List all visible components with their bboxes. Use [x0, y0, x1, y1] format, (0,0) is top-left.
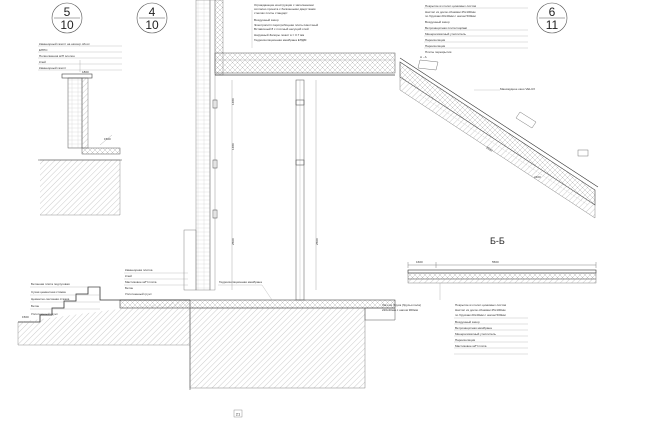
callout-roof: Покрытие из полот-цинковых листов Настил…	[424, 4, 528, 54]
bottom-right-line-5: Ветрозащитная мембрана	[455, 326, 492, 330]
stairs-line-2: Сухая цементная стяжка	[31, 290, 66, 294]
stairs-line-1: Бетонная плита подлуговая	[31, 282, 70, 286]
stairs-line-4: Бетон	[31, 304, 40, 308]
dim-center-d: 2500	[315, 238, 319, 245]
dim-bottom-b: 5500	[492, 260, 499, 264]
section-label-bb: Б-Б	[490, 236, 505, 246]
callout-bottom-left: Лаги из бруса (брусья пола) 220х40мм с ш…	[382, 303, 421, 312]
center-top-line-7: Наружный Запоры ложит в = 0.7 мм	[254, 33, 304, 37]
page-number: 21	[233, 409, 243, 418]
roof-line-9: Плиты перекрытия	[425, 50, 452, 54]
callout-left-line-3: Полиолменов м/П элопон	[39, 54, 75, 58]
stairs-line-3: Цементно-песчаная стяжка	[31, 297, 70, 301]
bottom-right-line-3: по брускам 20х40мм с шагом 500мм	[455, 313, 506, 317]
callout-waterproof: Гидроизоляционная мембрана	[218, 280, 273, 301]
marker-top-5: 5	[64, 5, 71, 19]
dim-center-a: 1480	[231, 98, 235, 105]
waterproof-label: Гидроизоляционная мембрана	[219, 280, 262, 284]
skylight-label: Мансардное окно VELUX	[500, 87, 535, 91]
center-top-line-2: согласно проекта с балконными двергтками	[254, 7, 316, 11]
bottom-right-line-6: Минераловатный утеплитель	[455, 332, 496, 336]
roof-line-3: по брускам 20х40мм с шагом 500мм	[425, 14, 476, 18]
bottom-right-line-7: Пароизоляция	[455, 338, 476, 342]
callout-stairs: Бетонная плита подлуговая Сухая цементна…	[30, 282, 100, 316]
center-top-line-6: Вставочный 8 с плотный несущий слой	[254, 27, 309, 31]
bottom-right-floor-detail: 1600 5500	[407, 260, 597, 300]
floor-slab-and-ground: 1500	[17, 286, 396, 390]
callout-bottom-right: Покрытие из полот-цинковых листов Настил…	[454, 303, 528, 355]
roof-line-8: Пароизоляция	[425, 44, 446, 48]
floor-line-2: Клей	[125, 274, 132, 278]
dim-center-c: 2500	[231, 238, 235, 245]
roof-slope-detail: 2500 2400 А - А	[399, 55, 599, 219]
stairs-line-5: Уплотненный грунт	[31, 312, 58, 316]
bottom-right-line-8: Мастиковое м/П плита	[455, 344, 487, 348]
marker-bottom-10b: 10	[145, 18, 159, 32]
bottom-right-line-4: Воздушный зазор	[455, 320, 480, 324]
dim-center-b: 1480	[231, 143, 235, 150]
center-top-line-3: стеклах плиты стандарт	[254, 11, 288, 15]
center-top-line-8: Гидроизоляционная мембрана ЕПДМ	[254, 38, 307, 42]
callout-left-line-1: Камнеорный газопт на нахоцп обоот	[39, 42, 90, 46]
callout-skylight: Мансардное окно VELUX	[474, 87, 535, 91]
roof-line-6: Минераловатный утеплитель	[425, 32, 466, 36]
marker-4-10: 4 10	[136, 2, 168, 34]
callout-left-top: Камнеорный газопт на нахоцп обоот ЕППС П…	[38, 42, 122, 71]
dim-left-a: 1800	[82, 70, 89, 74]
marker-5-10: 5 10	[51, 2, 83, 34]
callout-center-floor: Камнеорная плитка Клей Мастиковое м/П пл…	[124, 268, 188, 296]
roof-line-4: Воздушный зазор	[425, 20, 450, 24]
floor-line-5: Уплотненный грунт	[125, 292, 152, 296]
callout-left-line-2: ЕППС	[39, 48, 48, 52]
floor-line-1: Камнеорная плитка	[125, 268, 153, 272]
roof-line-1: Покрытие из полот-цинковых листов	[425, 4, 476, 8]
center-top-line-1: Ограждающие конструкции с заполнением	[254, 3, 314, 7]
center-top-line-4: Воздушный зазор	[254, 18, 279, 22]
marker-6-11: 6 11	[536, 2, 568, 34]
floor-line-3: Мастиковое м/П плита	[125, 280, 157, 284]
bottom-left-line-2: 220х40мм с шагом 900мм	[382, 308, 418, 312]
roof-line-7: Пароизоляция	[425, 38, 446, 42]
dim-roof-b: 2400	[534, 175, 541, 179]
marker-top-4: 4	[149, 5, 156, 19]
marker-bottom-11: 11	[546, 18, 559, 32]
left-parapet-detail: 1800 1500	[38, 60, 122, 216]
bottom-right-line-2: Настил из досок обшивки 25х100мм	[455, 308, 505, 312]
label-a-a: А - А	[420, 55, 427, 59]
dim-stairs: 1500	[22, 315, 29, 319]
roof-line-5: Ветрозащитная плита Isoplaat	[425, 26, 467, 30]
floor-line-4: Бетон	[125, 286, 134, 290]
bottom-left-line-1: Лаги из бруса (брусья пола)	[382, 303, 421, 307]
page-number-text: 21	[236, 412, 241, 417]
dim-bottom-a: 1600	[416, 260, 423, 264]
callout-center-top: Ограждающие конструкции с заполнением со…	[251, 3, 318, 48]
dim-roof-a: 2500	[485, 145, 493, 152]
center-top-line-5: Электропитп паротрибоцная плиты Наотчный	[254, 23, 318, 27]
marker-bottom-10: 10	[60, 18, 74, 32]
marker-top-6: 6	[549, 5, 556, 19]
dim-left-b: 1500	[104, 137, 111, 141]
callout-left-line-5: Камнеорный газопт	[39, 66, 67, 70]
center-wall-section: 1480 1480 2500 2500	[183, 0, 396, 301]
roof-line-2: Настил из досок обшивки 25х100мм	[425, 10, 475, 14]
callout-left-line-4: Клей	[39, 60, 46, 64]
bottom-right-line-1: Покрытие из полот-цинковых листов	[455, 303, 506, 307]
